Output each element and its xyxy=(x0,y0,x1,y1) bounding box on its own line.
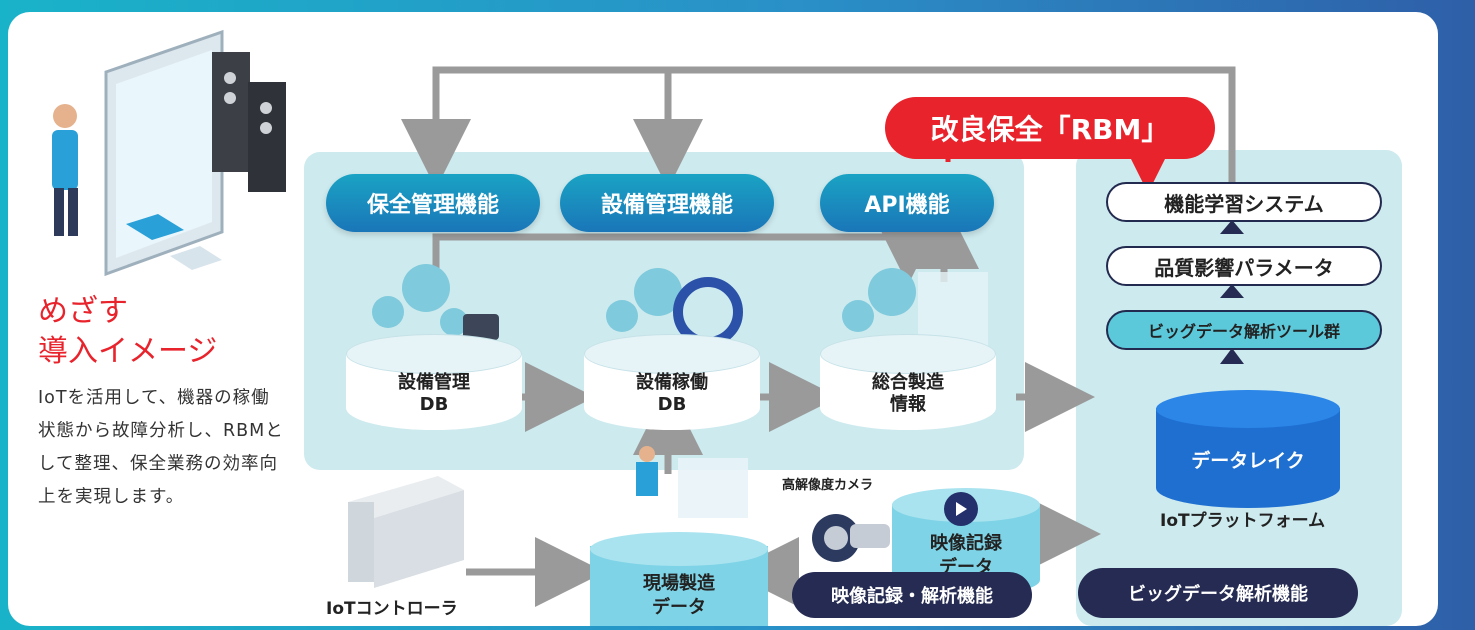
quality-parameter: 品質影響パラメータ xyxy=(1106,246,1382,286)
equipment-management-function: 設備管理機能 xyxy=(560,174,774,232)
learning-system: 機能学習システム xyxy=(1106,182,1382,222)
title-line-2: 導入イメージ xyxy=(38,334,218,369)
title-line-1: めざす xyxy=(38,294,128,329)
camera-illustration xyxy=(812,514,890,562)
field-illustration xyxy=(636,446,748,518)
maintenance-management-function: 保全管理機能 xyxy=(326,174,540,232)
page-title: めざす 導入イメージ xyxy=(38,292,217,372)
field-data: 現場製造データ xyxy=(590,532,768,626)
rbm-label: 改良保全「RBM」 xyxy=(885,97,1215,159)
diagram-card: めざす 導入イメージ IoTを活用して、機器の稼働状態から故障分析し、RBMとし… xyxy=(8,12,1438,626)
description: IoTを活用して、機器の稼働状態から故障分析し、RBMとして整理、保全業務の効率… xyxy=(38,388,284,507)
gear-icons xyxy=(372,264,916,336)
bigdata-function: ビッグデータ解析機能 xyxy=(1078,568,1358,618)
data-lake: データレイク xyxy=(1156,390,1340,508)
api-function: API機能 xyxy=(820,174,994,232)
operator-illustration xyxy=(52,29,286,277)
controller-illustration xyxy=(348,476,464,588)
camera-label: 高解像度カメラ xyxy=(782,478,874,493)
bigdata-tools: ビッグデータ解析ツール群 xyxy=(1106,310,1382,350)
video-analysis-function: 映像記録・解析機能 xyxy=(792,572,1032,618)
iot-controller-label: IoTコントローラ xyxy=(326,599,458,619)
play-icon xyxy=(944,492,978,526)
iot-platform-label: IoTプラットフォーム xyxy=(1160,511,1326,531)
connector-lines xyxy=(52,29,1244,607)
